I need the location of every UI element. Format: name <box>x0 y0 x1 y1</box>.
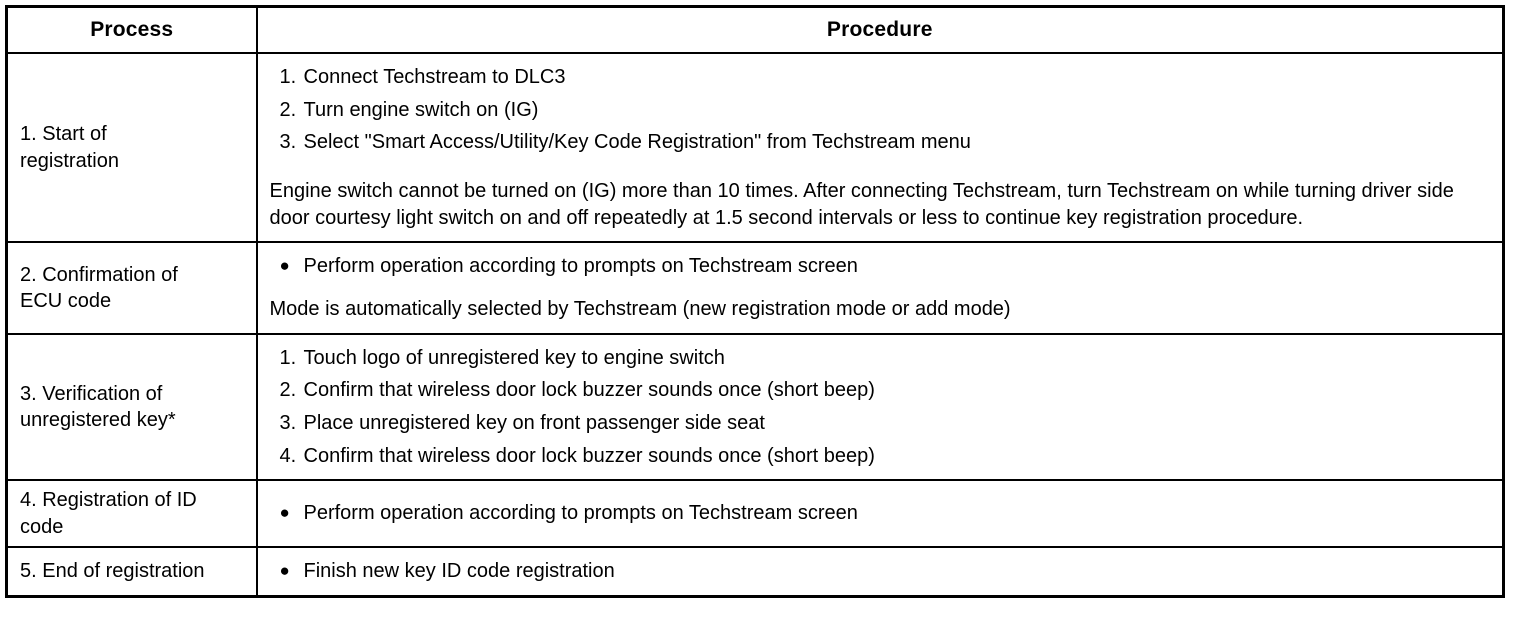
table-row: 3. Verification of unregistered key* 1. … <box>6 332 1504 482</box>
process-label-line: registration <box>20 149 119 172</box>
list-item: 3. Select "Smart Access/Utility/Key Code… <box>270 129 1493 156</box>
step-number: 1. <box>279 66 297 88</box>
step-text: Place unregistered key on front passenge… <box>303 411 765 434</box>
process-cell-end-of-registration: 5. End of registration <box>6 545 258 597</box>
list-item: ● Finish new key ID code registration <box>270 558 1493 585</box>
list-item: 2. Turn engine switch on (IG) <box>270 97 1493 124</box>
list-item: 2. Confirm that wireless door lock buzze… <box>270 377 1493 404</box>
bullet-text: Perform operation according to prompts o… <box>303 502 858 525</box>
step-text: Turn engine switch on (IG) <box>303 98 539 121</box>
bullet-text: Finish new key ID code registration <box>303 559 615 582</box>
spacer <box>270 156 1493 178</box>
bullet-icon: ● <box>279 256 290 276</box>
column-header-process: Process <box>6 5 258 54</box>
step-number: 3. <box>279 411 297 434</box>
list-item: 1. Connect Techstream to DLC3 <box>270 64 1493 91</box>
table-header-row: Process Procedure <box>6 5 1504 54</box>
process-label-line: 3. Verification of <box>20 382 163 405</box>
process-cell-start-of-registration: 1. Start of registration <box>6 51 258 244</box>
list-item: ● Perform operation according to prompts… <box>270 253 1493 280</box>
bullet-icon: ● <box>279 503 290 523</box>
step-number: 2. <box>279 98 297 121</box>
bullet-icon: ● <box>279 560 290 580</box>
bullet-text: Perform operation according to prompts o… <box>303 255 858 278</box>
process-cell-registration-of-id-code: 4. Registration of ID code <box>6 479 258 548</box>
procedure-bullet-list: ● Finish new key ID code registration <box>270 558 1493 585</box>
process-cell-verification-of-unregistered-key: 3. Verification of unregistered key* <box>6 332 258 482</box>
step-number: 2. <box>279 379 297 402</box>
procedure-note: Mode is automatically selected by Techst… <box>269 297 1011 320</box>
process-cell-confirmation-of-ecu-code: 2. Confirmation of ECU code <box>6 241 258 335</box>
spacer <box>270 280 1493 296</box>
process-label-line: 1. Start of <box>20 123 107 146</box>
process-label-line: 5. End of registration <box>20 560 205 583</box>
key-registration-procedure-table: Process Procedure 1. Start of registrati… <box>5 5 1505 598</box>
table-header: Process Procedure <box>6 5 1504 54</box>
list-item: 4. Confirm that wireless door lock buzze… <box>270 443 1493 470</box>
procedure-bullet-list: ● Perform operation according to prompts… <box>270 500 1493 527</box>
step-number: 1. <box>279 346 297 369</box>
step-text: Touch logo of unregistered key to engine… <box>303 346 725 369</box>
table-body: 1. Start of registration 1. Connect Tech… <box>6 51 1504 597</box>
process-label-line: ECU code <box>20 290 112 313</box>
step-text: Confirm that wireless door lock buzzer s… <box>303 444 875 467</box>
step-number: 3. <box>279 131 297 154</box>
table-row: 5. End of registration ● Finish new key … <box>6 545 1504 597</box>
list-item: 3. Place unregistered key on front passe… <box>270 410 1493 437</box>
list-item: ● Perform operation according to prompts… <box>270 500 1493 527</box>
procedure-step-list: 1. Touch logo of unregistered key to eng… <box>270 345 1493 469</box>
process-label-line: code <box>20 515 64 538</box>
list-item: 1. Touch logo of unregistered key to eng… <box>270 345 1493 372</box>
table-row: 1. Start of registration 1. Connect Tech… <box>6 51 1504 244</box>
table-row: 4. Registration of ID code ● Perform ope… <box>6 479 1504 548</box>
process-label-line: 2. Confirmation of <box>20 263 178 286</box>
step-text: Confirm that wireless door lock buzzer s… <box>303 379 875 402</box>
procedure-note: Engine switch cannot be turned on (IG) m… <box>269 179 1454 229</box>
column-header-procedure: Procedure <box>255 5 1504 54</box>
procedure-step-list: 1. Connect Techstream to DLC3 2. Turn en… <box>270 64 1493 156</box>
step-number: 4. <box>279 444 297 467</box>
procedure-cell-registration-of-id-code: ● Perform operation according to prompts… <box>255 479 1504 548</box>
procedure-cell-verification-of-unregistered-key: 1. Touch logo of unregistered key to eng… <box>255 332 1504 482</box>
table-row: 2. Confirmation of ECU code ● Perform op… <box>6 241 1504 335</box>
process-label-line: unregistered key* <box>20 408 176 431</box>
step-text: Select "Smart Access/Utility/Key Code Re… <box>303 131 971 154</box>
procedure-cell-end-of-registration: ● Finish new key ID code registration <box>255 545 1504 597</box>
step-text: Connect Techstream to DLC3 <box>303 66 566 88</box>
procedure-bullet-list: ● Perform operation according to prompts… <box>270 253 1493 280</box>
procedure-cell-start-of-registration: 1. Connect Techstream to DLC3 2. Turn en… <box>255 51 1504 244</box>
procedure-cell-confirmation-of-ecu-code: ● Perform operation according to prompts… <box>255 241 1504 335</box>
process-label-line: 4. Registration of ID <box>20 489 197 512</box>
